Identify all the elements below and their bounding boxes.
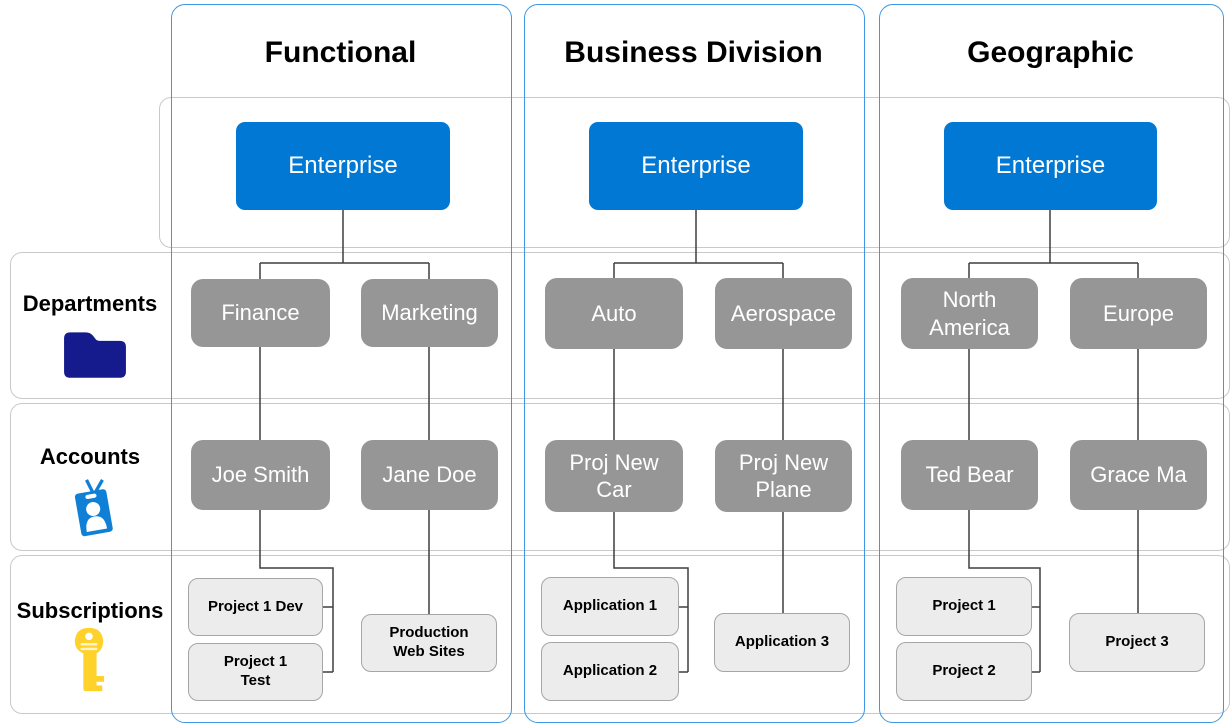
row-label-departments: Departments [22,291,158,316]
node-enterprise-geographic: Enterprise [944,122,1157,210]
node-project-1-test: Project 1 Test [188,643,323,701]
node-proj-new-car: Proj New Car [545,440,683,512]
node-project-1-dev: Project 1 Dev [188,578,323,636]
id-badge-icon [64,478,124,538]
node-north-america: North America [901,278,1038,349]
key-icon [72,626,106,694]
row-label-subscriptions: Subscriptions [16,598,164,623]
node-project-3: Project 3 [1069,613,1205,672]
node-ted-bear: Ted Bear [901,440,1038,510]
node-aerospace: Aerospace [715,278,852,349]
row-label-accounts: Accounts [39,444,141,469]
node-enterprise-functional: Enterprise [236,122,450,210]
node-finance: Finance [191,279,330,347]
node-project-2: Project 2 [896,642,1032,701]
node-proj-new-plane: Proj New Plane [715,440,852,512]
node-joe-smith: Joe Smith [191,440,330,510]
node-project-1: Project 1 [896,577,1032,636]
node-enterprise-business: Enterprise [589,122,803,210]
node-auto: Auto [545,278,683,349]
column-header-functional: Functional [264,36,417,69]
node-grace-ma: Grace Ma [1070,440,1207,510]
node-marketing: Marketing [361,279,498,347]
node-jane-doe: Jane Doe [361,440,498,510]
node-europe: Europe [1070,278,1207,349]
node-application-2: Application 2 [541,642,679,701]
column-header-geographic: Geographic [967,36,1134,69]
node-application-3: Application 3 [714,613,850,672]
node-application-1: Application 1 [541,577,679,636]
folder-icon [62,326,128,380]
column-header-business-division: Business Division [564,36,823,69]
node-production-web-sites: Production Web Sites [361,614,497,672]
